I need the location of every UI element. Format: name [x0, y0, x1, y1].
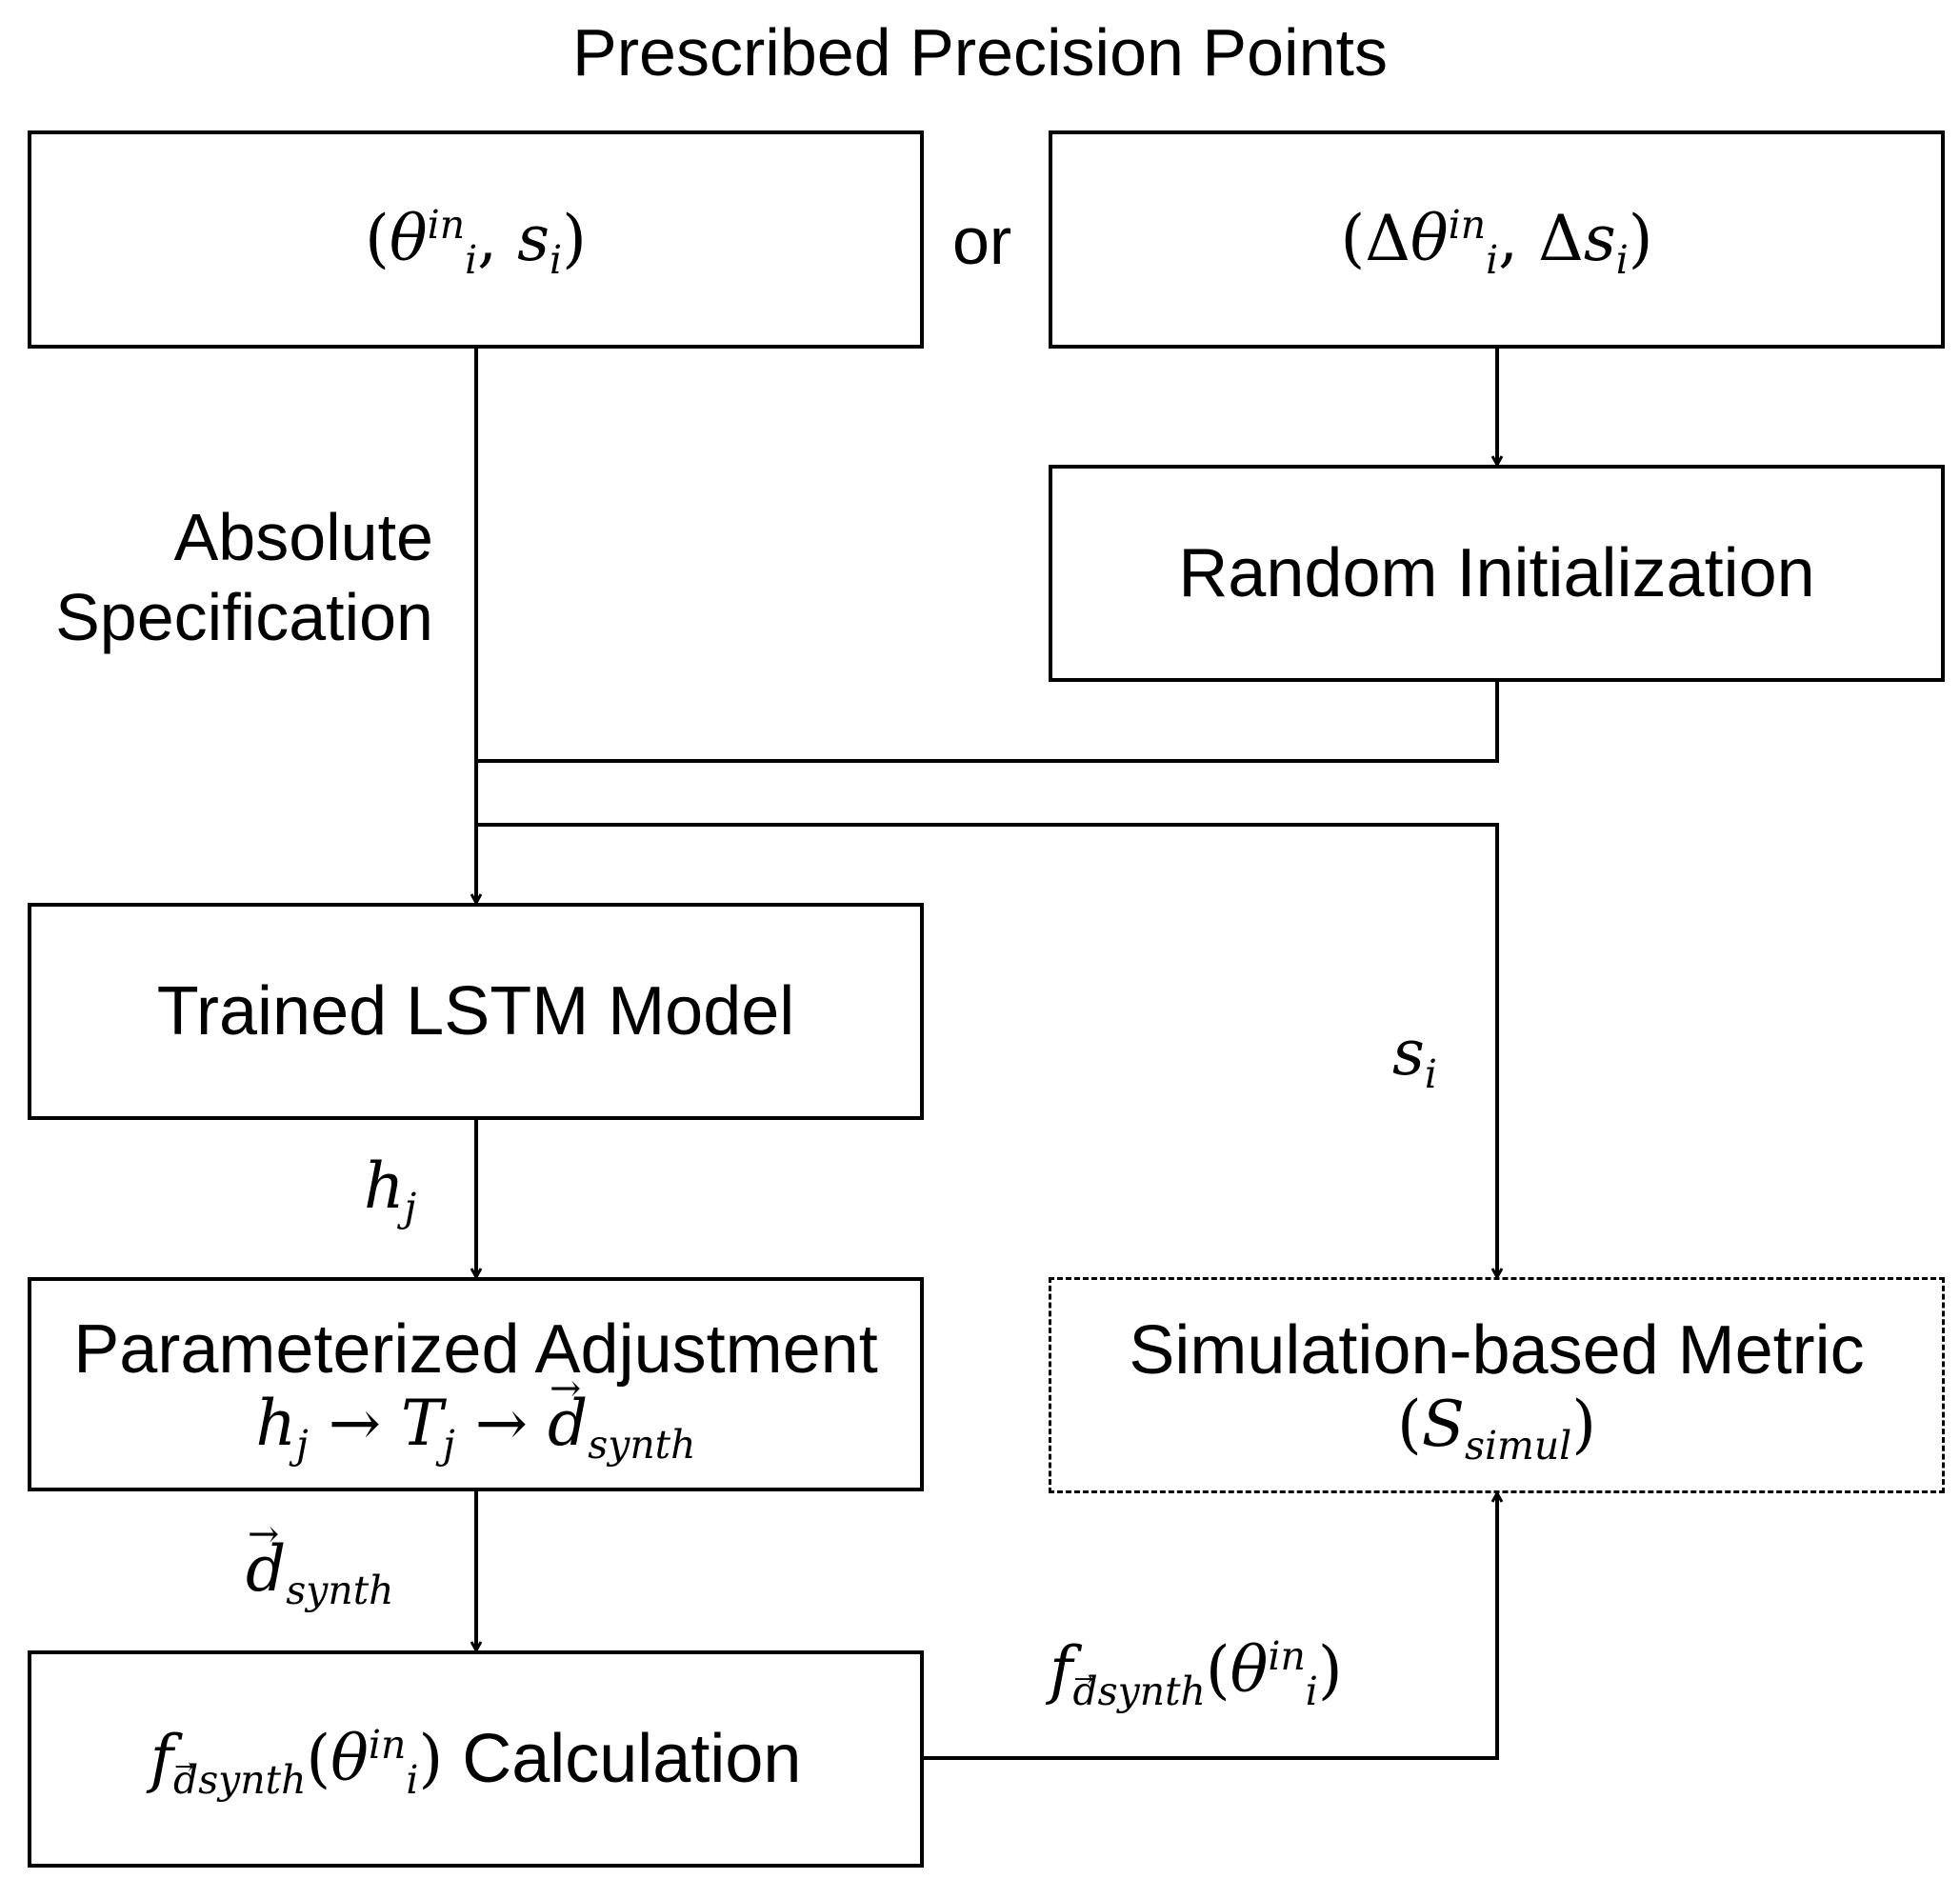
simulation-metric-math: (Ssimul) — [1396, 1387, 1596, 1469]
diagram-title: Prescribed Precision Points — [572, 15, 1388, 90]
random-initialization-box: Random Initialization — [1049, 465, 1945, 682]
absolute-specification-label: Absolute Specification — [55, 500, 433, 654]
simulation-metric-box: Simulation-based Metric (Ssimul) — [1049, 1277, 1945, 1493]
calculation-box: fdsynth(θini) Calculation — [28, 1650, 924, 1868]
absolute-input-math: (θini, si) — [365, 202, 587, 284]
lstm-model-label: Trained LSTM Model — [156, 972, 795, 1049]
simulation-metric-label: Simulation-based Metric — [1129, 1311, 1865, 1389]
hj-edge-label: hj — [364, 1149, 417, 1231]
edge-branch-to-metric — [476, 823, 1497, 1277]
random-initialization-label: Random Initialization — [1178, 534, 1815, 611]
relative-input-math: (Δθini, Δsi) — [1340, 202, 1653, 284]
relative-input-box: (Δθini, Δsi) — [1049, 130, 1945, 349]
si-edge-label: si — [1392, 1016, 1437, 1098]
absolute-input-box: (θini, si) — [28, 130, 924, 349]
calculation-label: Calculation — [443, 1720, 802, 1797]
edge-random-merge — [476, 682, 1499, 763]
calculation-math: fdsynth(θini) — [150, 1721, 444, 1803]
edge-calc-to-metric — [924, 1493, 1497, 1760]
lstm-model-box: Trained LSTM Model — [28, 903, 924, 1120]
or-label: or — [952, 204, 1012, 278]
dsynth-edge-label: dsynth — [246, 1514, 393, 1609]
f-output-edge-label: fdsynth(θini) — [1050, 1633, 1343, 1715]
parameterized-adjustment-math: hj → Tj → dsynth — [256, 1369, 696, 1464]
parameterized-adjustment-box: Parameterized Adjustment hj → Tj → dsynt… — [28, 1277, 924, 1491]
parameterized-adjustment-label: Parameterized Adjustment — [73, 1310, 878, 1388]
